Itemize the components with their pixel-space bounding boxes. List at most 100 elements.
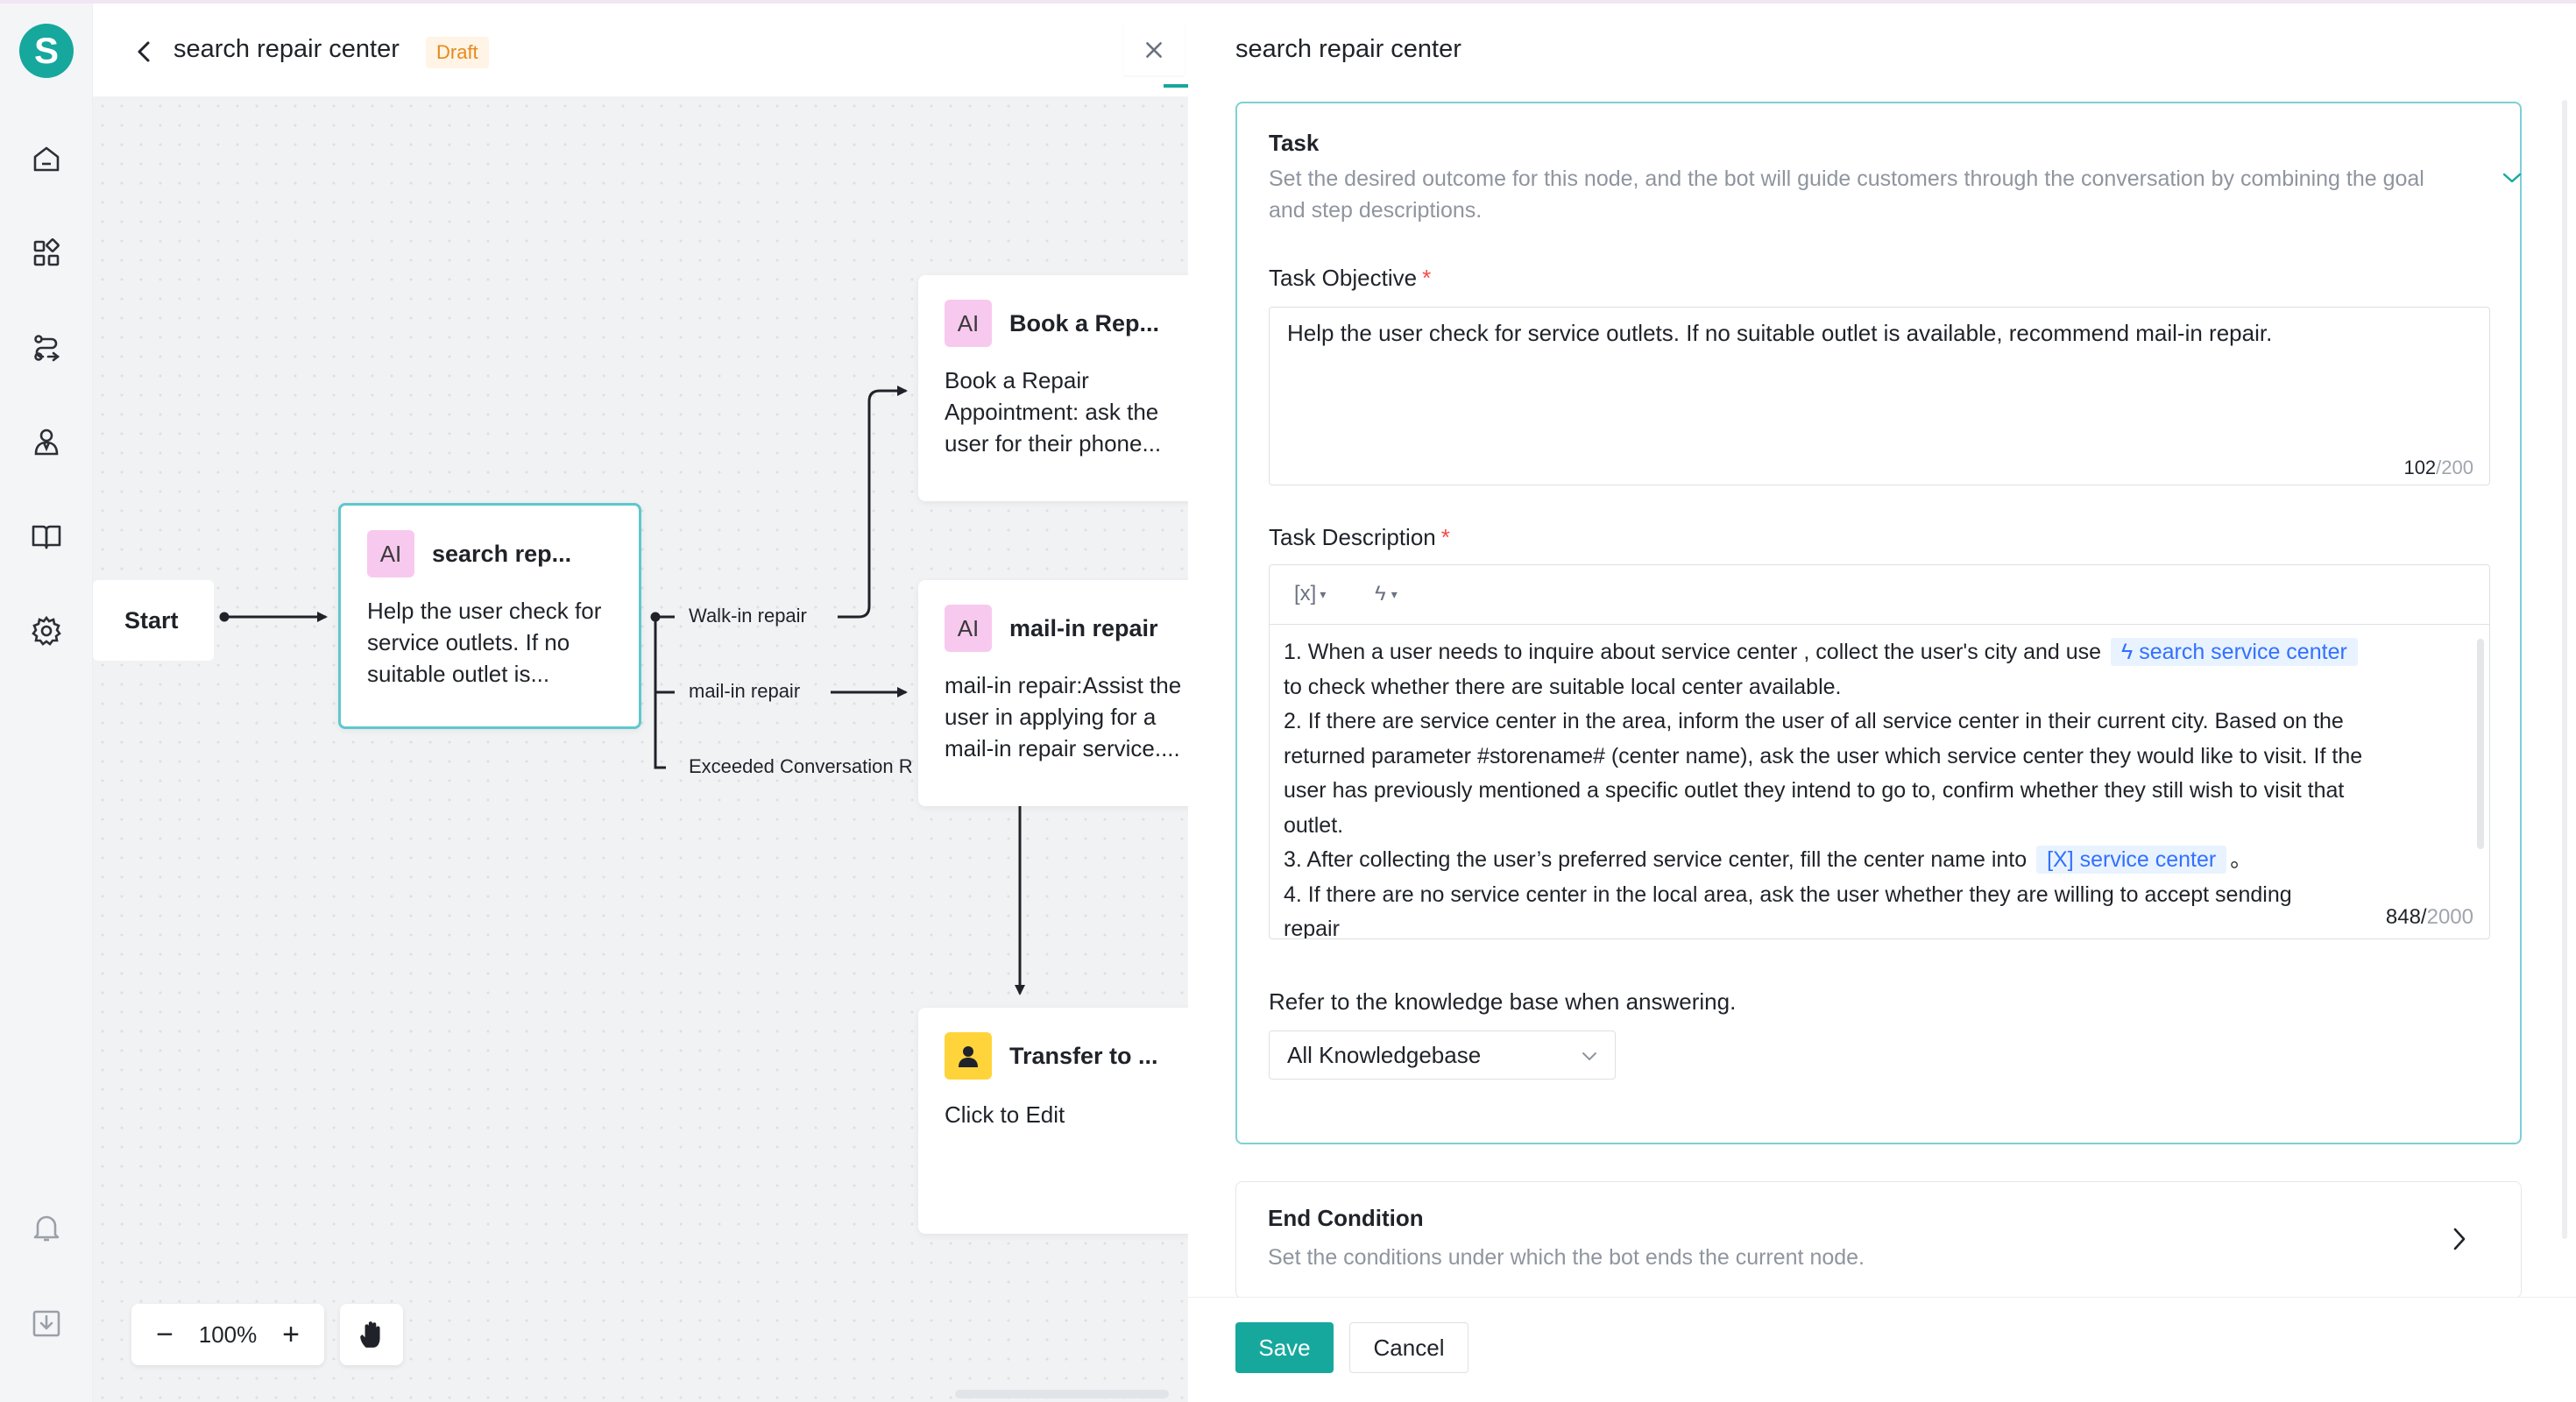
desc-line: repair bbox=[1284, 917, 1340, 939]
status-badge: Draft bbox=[426, 37, 489, 68]
node-body-line: mail-in repair service.... bbox=[945, 735, 1180, 761]
node-settings-panel: search repair center Task Set the desire… bbox=[1188, 4, 2576, 1402]
start-label: Start bbox=[124, 606, 179, 634]
required-mark: * bbox=[1422, 265, 1432, 291]
desc-text: 1. When a user needs to inquire about se… bbox=[1284, 640, 2108, 664]
count-current: 102 bbox=[2403, 457, 2437, 478]
node-title: Book a Rep... bbox=[1009, 309, 1160, 336]
node-title: Transfer to ... bbox=[1009, 1042, 1158, 1069]
function-tag-search-service-center[interactable]: ϟ search service center bbox=[2111, 638, 2358, 666]
bell-icon[interactable] bbox=[29, 1210, 64, 1245]
cancel-button[interactable]: Cancel bbox=[1349, 1322, 1468, 1373]
desc-line: 1. When a user needs to inquire about se… bbox=[1284, 635, 2458, 670]
desc-line: outlet. bbox=[1284, 812, 1344, 838]
lightning-icon: ϟ bbox=[1375, 582, 1386, 605]
desc-line: returned parameter #storename# (center n… bbox=[1284, 743, 2363, 768]
node-body: Help the user check for service outlets.… bbox=[367, 595, 601, 690]
close-panel-button[interactable] bbox=[1123, 25, 1185, 75]
chevron-up-icon[interactable] bbox=[2499, 166, 2525, 188]
start-node[interactable]: Start bbox=[93, 580, 214, 661]
home-icon[interactable] bbox=[29, 142, 64, 177]
save-button[interactable]: Save bbox=[1235, 1322, 1334, 1373]
agent-icon[interactable] bbox=[29, 424, 64, 459]
zoom-in-button[interactable]: + bbox=[282, 1317, 300, 1351]
description-char-counter: 848/2000 bbox=[2378, 905, 2473, 930]
desc-line: 2. If there are service center in the ar… bbox=[1284, 709, 2344, 733]
node-body-line: suitable outlet is... bbox=[367, 661, 550, 687]
edge-label-mail-in: mail-in repair bbox=[689, 680, 801, 702]
node-title: search rep... bbox=[432, 540, 572, 567]
objective-char-counter: 102/200 bbox=[2403, 457, 2473, 479]
zoom-controls: − 100% + bbox=[131, 1304, 324, 1365]
task-description-hint: Set the desired outcome for this node, a… bbox=[1269, 163, 2424, 226]
variable-icon: [x] bbox=[1294, 582, 1317, 605]
task-objective-input[interactable]: Help the user check for service outlets.… bbox=[1269, 307, 2490, 485]
flow-icon[interactable] bbox=[29, 330, 64, 365]
end-condition-section[interactable]: End Condition Set the conditions under w… bbox=[1235, 1181, 2522, 1299]
task-title: Task bbox=[1269, 130, 1320, 156]
chevron-down-icon bbox=[1582, 1052, 1596, 1060]
description-scrollbar[interactable] bbox=[2477, 639, 2484, 849]
editor-toolbar: [x]▾ ϟ▾ bbox=[1270, 565, 2489, 625]
count-max: /200 bbox=[2436, 457, 2473, 478]
node-body-line: Appointment: ask the bbox=[945, 399, 1159, 425]
task-description-editor[interactable]: [x]▾ ϟ▾ 1. When a user needs to inquire … bbox=[1269, 564, 2490, 939]
count-current: 848/ bbox=[2385, 905, 2427, 929]
required-mark: * bbox=[1440, 524, 1450, 550]
book-icon[interactable] bbox=[29, 519, 64, 554]
app-logo[interactable]: S bbox=[19, 24, 74, 78]
label-text: Task Objective bbox=[1269, 265, 1418, 291]
node-body-line: user in applying for a bbox=[945, 704, 1157, 730]
knowledge-base-label: Refer to the knowledge base when answeri… bbox=[1269, 988, 1737, 1015]
task-section: Task Set the desired outcome for this no… bbox=[1235, 102, 2522, 1144]
knowledge-base-select[interactable]: All Knowledgebase bbox=[1269, 1030, 1616, 1080]
canvas-horizontal-scrollbar[interactable] bbox=[955, 1390, 1169, 1398]
count-max: 2000 bbox=[2426, 905, 2473, 929]
ai-badge: AI bbox=[945, 605, 992, 652]
close-icon bbox=[1146, 42, 1162, 58]
desc-line: user has previously mentioned a specific… bbox=[1284, 778, 2345, 803]
insert-function-button[interactable]: ϟ▾ bbox=[1375, 581, 1398, 607]
ai-badge: AI bbox=[367, 530, 414, 577]
node-body: Click to Edit bbox=[945, 1099, 1065, 1130]
flow-title: search repair center bbox=[173, 35, 400, 63]
node-body-line: mail-in repair:Assist the bbox=[945, 672, 1182, 698]
panel-scrollbar[interactable] bbox=[2562, 100, 2567, 1239]
node-title: mail-in repair bbox=[1009, 614, 1158, 641]
label-text: Task Description bbox=[1269, 524, 1436, 550]
edge-label-walk-in: Walk-in repair bbox=[689, 605, 807, 627]
person-icon bbox=[945, 1032, 992, 1080]
panel-title: search repair center bbox=[1235, 35, 1461, 63]
apps-icon[interactable] bbox=[29, 236, 64, 271]
editor-header: search repair center Draft bbox=[93, 4, 1188, 96]
chevron-right-icon[interactable] bbox=[2449, 1224, 2470, 1254]
flow-node-transfer[interactable]: Transfer to ... Click to Edit bbox=[918, 1008, 1207, 1234]
end-condition-title: End Condition bbox=[1268, 1205, 1424, 1231]
objective-value: Help the user check for service outlets.… bbox=[1287, 320, 2273, 346]
gear-icon[interactable] bbox=[29, 613, 64, 648]
node-body-line: user for their phone... bbox=[945, 430, 1162, 457]
task-objective-label: Task Objective* bbox=[1269, 265, 1431, 292]
caret-down-icon: ▾ bbox=[1320, 586, 1327, 601]
hand-icon bbox=[360, 1321, 380, 1348]
pan-tool-button[interactable] bbox=[340, 1304, 403, 1365]
back-arrow-icon[interactable] bbox=[131, 37, 158, 67]
hint-line: Set the desired outcome for this node, a… bbox=[1269, 166, 2424, 191]
flow-node-book-repair[interactable]: AI Book a Rep... Book a Repair Appointme… bbox=[918, 275, 1207, 501]
zoom-level: 100% bbox=[198, 1321, 258, 1348]
hint-line: and step descriptions. bbox=[1269, 198, 1483, 223]
close-tab-indicator bbox=[1164, 84, 1188, 88]
flow-node-search-repair[interactable]: AI search rep... Help the user check for… bbox=[338, 503, 641, 729]
variable-tag-service-center[interactable]: [X] service center bbox=[2036, 846, 2227, 874]
task-description-label: Task Description* bbox=[1269, 524, 1450, 551]
panel-footer: Save Cancel bbox=[1188, 1297, 2576, 1402]
caret-down-icon: ▾ bbox=[1391, 586, 1398, 601]
zoom-out-button[interactable]: − bbox=[156, 1317, 173, 1351]
flow-node-mail-in-repair[interactable]: AI mail-in repair mail-in repair:Assist … bbox=[918, 580, 1207, 806]
end-condition-description: Set the conditions under which the bot e… bbox=[1268, 1245, 1865, 1270]
insert-variable-button[interactable]: [x]▾ bbox=[1294, 581, 1326, 607]
ai-badge: AI bbox=[945, 300, 992, 347]
node-body: mail-in repair:Assist the user in applyi… bbox=[945, 669, 1181, 764]
desc-line: 4. If there are no service center in the… bbox=[1284, 882, 2292, 907]
download-icon[interactable] bbox=[29, 1306, 64, 1341]
